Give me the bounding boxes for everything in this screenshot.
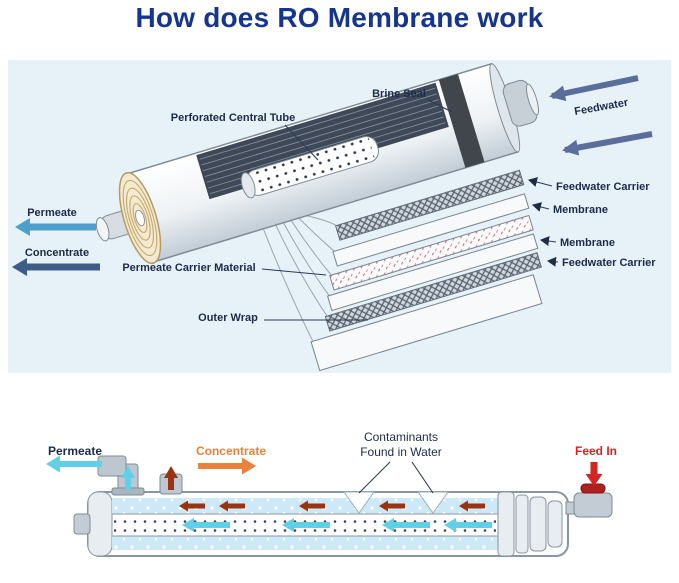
spiral-ring <box>122 179 158 257</box>
permeate-flow-arrow <box>182 518 230 532</box>
permeate-carrier-leader <box>261 268 327 276</box>
concentrate-flow-arrow <box>179 500 205 512</box>
concentrate-arrow-upper <box>12 258 100 276</box>
membrane-bottom-label: Membrane <box>560 237 615 249</box>
permeate-carrier-label: Permeate Carrier Material <box>122 262 255 274</box>
permeate-label-lower: Permeate <box>48 444 102 458</box>
feed-in-label: Feed In <box>575 444 617 458</box>
layer-line <box>202 99 439 172</box>
spiral-ring <box>125 187 155 249</box>
peel-line <box>290 220 333 277</box>
feedwater-carrier-bottom-label: Feedwater Carrier <box>562 257 656 269</box>
contaminants-leader <box>358 461 391 494</box>
feedwater-carrier-top-leader <box>528 177 553 187</box>
sheet-feedwater-carrier-bottom <box>324 252 542 332</box>
spiral-ring <box>132 202 148 234</box>
layer-line <box>201 93 437 166</box>
permeate-label-upper: Permeate <box>27 207 77 219</box>
permeate-arrow-upper <box>15 218 96 236</box>
sheet-feedwater-carrier-top <box>334 169 525 241</box>
permeate-arrow-lower <box>46 455 102 473</box>
membrane-bottom-leader <box>540 236 557 247</box>
peel-line <box>262 228 314 343</box>
membrane-top-label: Membrane <box>553 204 608 216</box>
permeate-flow-arrow <box>444 518 492 532</box>
concentrate-label-upper: Concentrate <box>25 247 89 259</box>
contaminants-label-line1: Contaminants <box>364 430 438 444</box>
sheet-membrane-bottom <box>326 233 539 312</box>
contaminants-leader <box>411 461 434 494</box>
perforated-central-tube-holes <box>249 137 375 195</box>
concentrate-flow-arrow <box>379 500 405 512</box>
permeate-elbow-up-arrow <box>121 466 135 490</box>
vessel-right-rib <box>529 496 547 552</box>
membrane-flow-diagram: Permeate Concentrate Contaminants Found … <box>46 430 617 557</box>
vessel-left-stub <box>73 513 91 535</box>
brine-seal-label: Brine Seal <box>372 88 426 100</box>
feed-valve-handle <box>580 483 606 494</box>
concentrate-arrow-lower <box>198 457 256 475</box>
sheet-permeate-carrier <box>329 214 534 291</box>
perforated-central-tube-cap <box>240 172 256 199</box>
vessel-right-rib <box>515 494 529 554</box>
permeate-flow-arrow <box>382 518 430 532</box>
permeate-elbow-horizontal <box>97 455 127 477</box>
sheet-outer-wrap <box>310 274 543 372</box>
contaminant-triangle <box>343 491 375 514</box>
feedwater-arrow <box>549 75 639 102</box>
sheet-membrane-top <box>332 193 530 267</box>
outer-wrap-label: Outer Wrap <box>198 312 258 324</box>
spiral-ring <box>129 195 151 241</box>
brine-seal-band <box>438 73 485 168</box>
permeate-flow-arrow <box>282 518 330 532</box>
layer-line <box>199 87 436 160</box>
membrane-top-leader <box>532 202 550 212</box>
layer-line <box>206 110 443 183</box>
spiral-end-face <box>118 172 162 264</box>
concentrate-stub-up-arrow <box>164 466 178 490</box>
peel-line <box>306 215 339 227</box>
vessel-right-rib <box>497 491 515 557</box>
feed-in-arrow <box>585 462 603 486</box>
feedwater-label: Feedwater <box>573 97 629 118</box>
vessel-right-rib <box>547 500 563 548</box>
permeate-tube-stub-cap <box>95 217 110 242</box>
contaminants-label-line2: Found in Water <box>360 445 442 459</box>
feed-valve-body <box>573 492 613 518</box>
concentrate-flow-arrow <box>219 500 245 512</box>
contaminant-triangle <box>417 491 449 514</box>
concentrate-label-lower: Concentrate <box>196 444 266 458</box>
concentrate-flow-arrow <box>299 500 325 512</box>
feedwater-carrier-bottom-leader <box>547 256 559 267</box>
membrane-element-group <box>95 62 543 372</box>
feedwater-arrow <box>562 131 653 156</box>
concentrate-flow-arrow <box>459 500 485 512</box>
page-title: How does RO Membrane work <box>135 2 544 33</box>
peel-line <box>298 217 336 253</box>
layer-line <box>204 104 441 177</box>
spiral-center-tube <box>135 209 145 227</box>
brine-seal-leader <box>427 99 453 113</box>
perforated-central-tube-leader <box>284 124 319 161</box>
peel-line <box>283 222 331 297</box>
membrane-exploded-diagram: Feedwater Brine Seal Perforated Central … <box>12 62 656 372</box>
feedwater-carrier-top-label: Feedwater Carrier <box>556 181 650 193</box>
right-end-nub-cap <box>525 83 540 116</box>
vessel-left-ring <box>87 491 113 557</box>
perforated-central-tube-label: Perforated Central Tube <box>171 112 296 124</box>
